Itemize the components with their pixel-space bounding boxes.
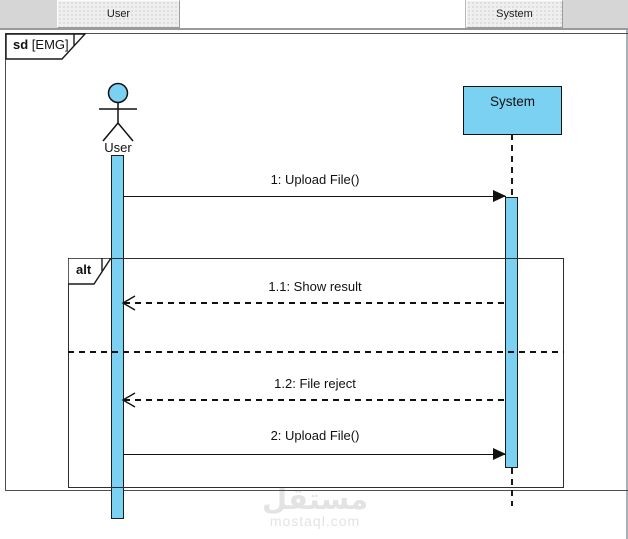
header-gap xyxy=(180,0,466,28)
message-2-line[interactable] xyxy=(124,454,506,455)
watermark: مستقل mostaql.com xyxy=(228,484,402,528)
frame-label: sd [EMG] xyxy=(13,37,69,52)
message-1-label[interactable]: 1: Upload File() xyxy=(270,172,360,187)
message-2-arrowhead-icon xyxy=(493,448,506,460)
message-1-1-open-arrowhead-icon xyxy=(121,295,136,311)
watermark-domain: mostaql.com xyxy=(269,513,361,529)
header-tab-user[interactable]: User xyxy=(57,0,180,28)
actor-label: User xyxy=(104,140,132,155)
actor-icon[interactable] xyxy=(96,80,140,144)
message-1-line[interactable] xyxy=(124,196,506,197)
system-participant-label: System xyxy=(489,94,535,109)
system-activation-bar[interactable] xyxy=(505,197,518,468)
sequence-diagram-frame[interactable] xyxy=(5,33,628,491)
message-1-2-line[interactable] xyxy=(124,399,506,401)
watermark-arabic-logo: مستقل xyxy=(261,482,369,516)
alt-operator-label: alt xyxy=(76,262,92,277)
alt-fragment[interactable] xyxy=(68,258,564,488)
header-tab-system-label: System xyxy=(496,8,533,20)
header-tab-user-label: User xyxy=(106,8,131,20)
frame-label-pentagon[interactable] xyxy=(5,33,91,60)
message-1-1-line[interactable] xyxy=(124,302,506,304)
user-activation-bar[interactable] xyxy=(111,155,124,519)
frame-name: [EMG] xyxy=(31,37,69,52)
system-participant-box[interactable]: System xyxy=(463,86,562,135)
window-right-edge xyxy=(626,30,628,539)
message-1-arrowhead-icon xyxy=(493,190,506,202)
message-1-2-open-arrowhead-icon xyxy=(121,392,136,408)
alt-divider-line xyxy=(68,351,564,353)
message-1-1-label[interactable]: 1.1: Show result xyxy=(268,279,362,294)
message-2-label[interactable]: 2: Upload File() xyxy=(270,428,360,443)
message-1-2-label[interactable]: 1.2: File reject xyxy=(274,376,356,391)
alt-label-pentagon[interactable] xyxy=(68,258,116,285)
frame-keyword: sd xyxy=(13,37,29,52)
header-tab-system[interactable]: System xyxy=(466,0,563,28)
system-lifeline-upper xyxy=(511,134,513,198)
header-bar: User System xyxy=(0,0,628,30)
